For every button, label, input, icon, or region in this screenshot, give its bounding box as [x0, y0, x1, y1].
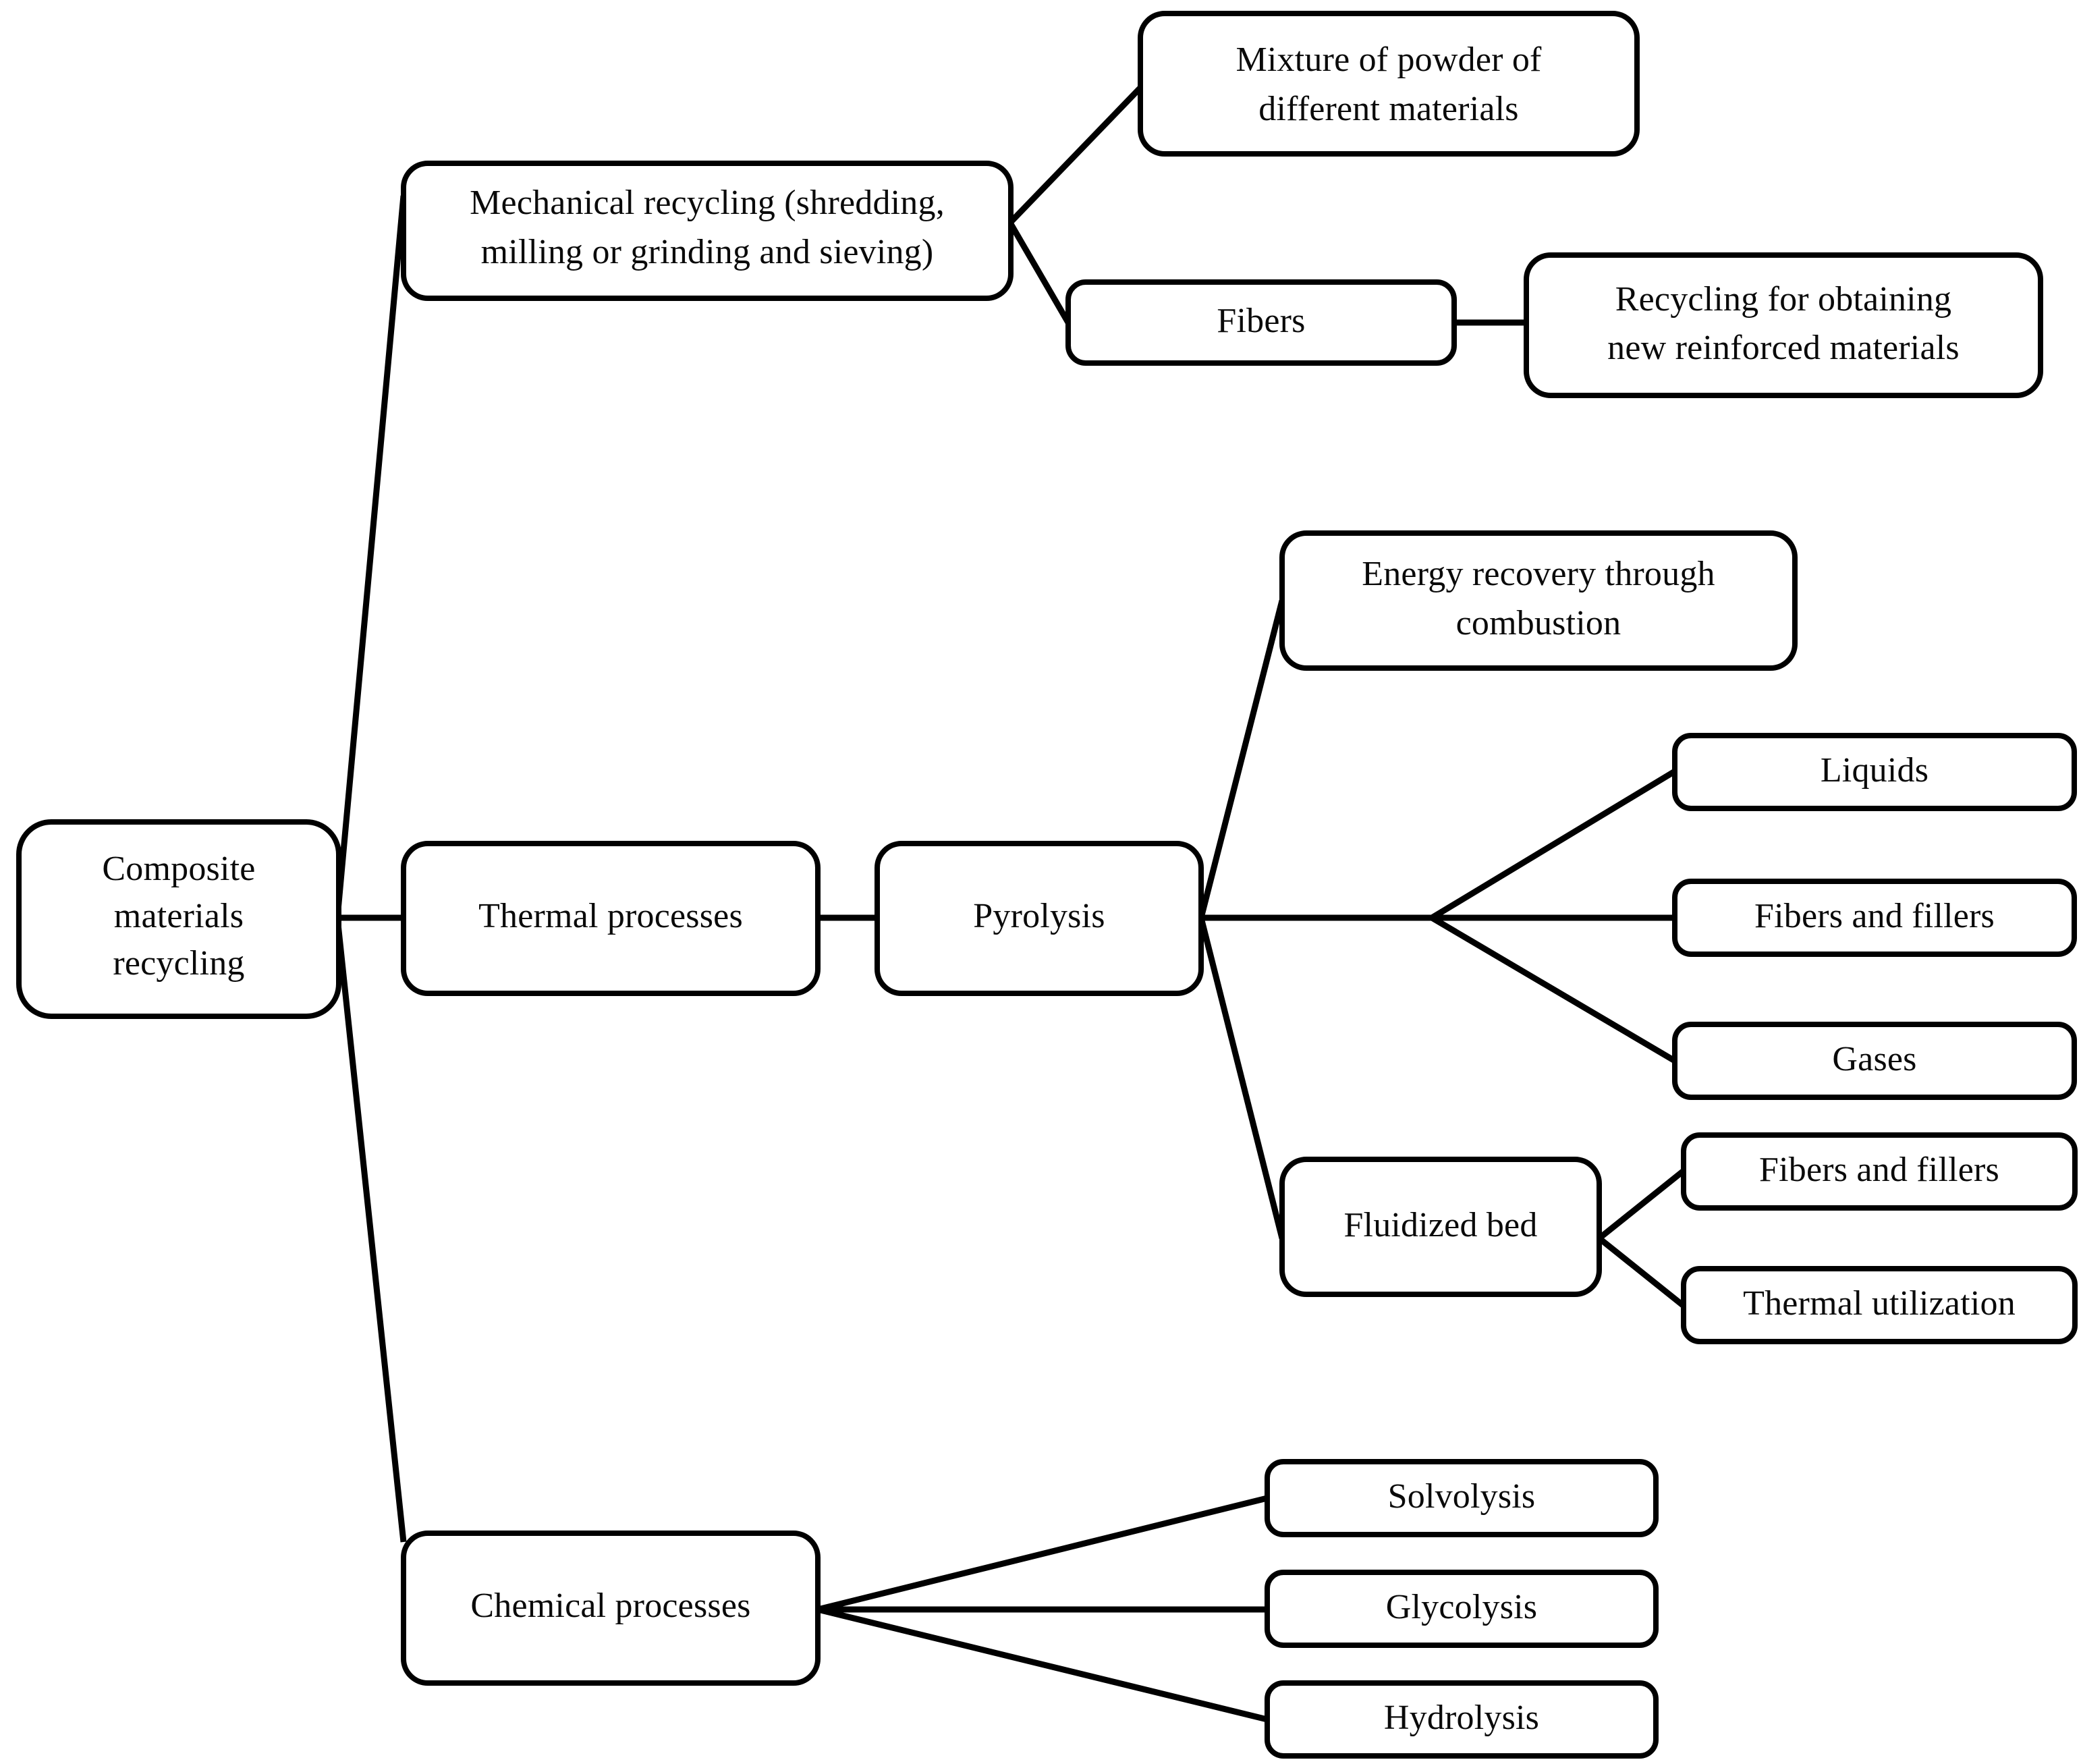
edge-chemical-to-hydrolysis	[816, 1606, 1269, 1723]
node-box-mechanical[interactable]	[401, 161, 1014, 301]
node-gases[interactable]: Gases	[1672, 1022, 2077, 1100]
edge-root-to-mechanical	[334, 195, 407, 918]
node-label-root-line2: materials	[114, 897, 244, 935]
node-box-solvolysis[interactable]	[1265, 1459, 1659, 1537]
node-mixture-of-powder[interactable]: Mixture of powder of different materials	[1138, 11, 1640, 157]
node-label-thermal: Thermal processes	[478, 897, 743, 935]
node-box-gases[interactable]	[1672, 1022, 2077, 1100]
node-label-root-line3: recycling	[113, 944, 244, 983]
node-label-solvolysis: Solvolysis	[1388, 1477, 1536, 1516]
node-label-recycling-reinforced-line2: new reinforced materials	[1607, 329, 1960, 367]
node-composite-materials-recycling[interactable]: Composite materials recycling	[16, 819, 341, 1019]
node-box-chemical[interactable]	[401, 1531, 821, 1686]
node-label-liquids: Liquids	[1821, 751, 1929, 790]
node-box-fluidized-bed[interactable]	[1279, 1157, 1602, 1297]
node-box-fibers[interactable]	[1065, 279, 1457, 366]
node-label-gases: Gases	[1832, 1040, 1916, 1078]
node-label-chemical: Chemical processes	[470, 1587, 750, 1625]
node-box-liquids[interactable]	[1672, 733, 2077, 811]
node-box-energy-recovery[interactable]	[1279, 530, 1798, 671]
node-label-fibers-fillers-fluidized: Fibers and fillers	[1759, 1151, 1999, 1189]
node-thermal-processes[interactable]: Thermal processes	[401, 841, 821, 996]
node-liquids[interactable]: Liquids	[1672, 733, 2077, 811]
node-hydrolysis[interactable]: Hydrolysis	[1265, 1680, 1659, 1759]
node-chemical-processes[interactable]: Chemical processes	[401, 1531, 821, 1686]
node-energy-recovery-through-combustion[interactable]: Energy recovery through combustion	[1279, 530, 1798, 671]
node-label-pyrolysis: Pyrolysis	[973, 897, 1105, 935]
node-label-fibers: Fibers	[1217, 302, 1305, 340]
edge-pyrolysis-to-fluidized-bed	[1198, 916, 1285, 1240]
edge-pyrolysis-to-energy-recovery	[1198, 599, 1285, 919]
node-label-fibers-fillers-pyrolysis: Fibers and fillers	[1754, 897, 1995, 935]
node-label-mechanical-line1: Mechanical recycling (shredding,	[470, 184, 945, 222]
node-label-hydrolysis: Hydrolysis	[1384, 1699, 1539, 1737]
node-label-mixture-line2: different materials	[1258, 90, 1518, 128]
node-box-mixture[interactable]	[1138, 11, 1640, 157]
node-box-root[interactable]	[16, 819, 341, 1019]
node-box-thermal[interactable]	[401, 841, 821, 996]
edge-root-to-chemical	[334, 917, 407, 1543]
node-label-energy-recovery-line1: Energy recovery through	[1362, 555, 1715, 593]
edge-fluidized-to-fibers-fillers	[1597, 1168, 1686, 1241]
node-glycolysis[interactable]: Glycolysis	[1265, 1570, 1659, 1648]
node-box-pyrolysis[interactable]	[875, 841, 1204, 996]
node-box-hydrolysis[interactable]	[1265, 1680, 1659, 1759]
edge-chemical-to-solvolysis	[816, 1495, 1269, 1613]
node-label-energy-recovery-line2: combustion	[1456, 604, 1621, 642]
node-label-mixture-line1: Mixture of powder of	[1236, 40, 1542, 79]
node-label-root-line1: Composite	[102, 850, 255, 888]
edge-fanout-to-gases	[1430, 915, 1677, 1064]
node-label-glycolysis: Glycolysis	[1386, 1588, 1537, 1626]
node-solvolysis[interactable]: Solvolysis	[1265, 1459, 1659, 1537]
node-pyrolysis[interactable]: Pyrolysis	[875, 841, 1204, 996]
node-fibers-and-fillers-pyrolysis[interactable]: Fibers and fillers	[1672, 879, 2077, 957]
node-recycling-for-obtaining-new-reinforced-materials[interactable]: Recycling for obtaining new reinforced m…	[1524, 252, 2043, 398]
node-label-recycling-reinforced-line1: Recycling for obtaining	[1615, 280, 1951, 319]
edge-mechanical-to-fibers	[1007, 221, 1071, 325]
edge-fanout-to-liquids	[1430, 769, 1677, 920]
node-box-recycling-reinforced[interactable]	[1524, 252, 2043, 398]
node-label-thermal-utilization: Thermal utilization	[1743, 1284, 2016, 1323]
node-box-thermal-utilization[interactable]	[1681, 1266, 2078, 1344]
node-thermal-utilization[interactable]: Thermal utilization	[1681, 1266, 2078, 1344]
node-mechanical-recycling[interactable]: Mechanical recycling (shredding, milling…	[401, 161, 1014, 301]
node-box-fibers-fillers-pyrolysis[interactable]	[1672, 879, 2077, 957]
edge-fluidized-to-thermal-utilization	[1597, 1236, 1686, 1308]
node-label-mechanical-line2: milling or grinding and sieving)	[481, 233, 934, 271]
node-box-glycolysis[interactable]	[1265, 1570, 1659, 1648]
edge-mechanical-to-mixture	[1007, 85, 1143, 225]
edge-layer	[334, 85, 1686, 1723]
node-fibers[interactable]: Fibers	[1065, 279, 1457, 366]
node-label-fluidized-bed: Fluidized bed	[1343, 1206, 1537, 1244]
node-fluidized-bed[interactable]: Fluidized bed	[1279, 1157, 1602, 1297]
node-box-fibers-fillers-fluidized[interactable]	[1681, 1132, 2078, 1211]
node-fibers-and-fillers-fluidized[interactable]: Fibers and fillers	[1681, 1132, 2078, 1211]
node-layer: Composite materials recycling Mechanical…	[16, 11, 2078, 1759]
